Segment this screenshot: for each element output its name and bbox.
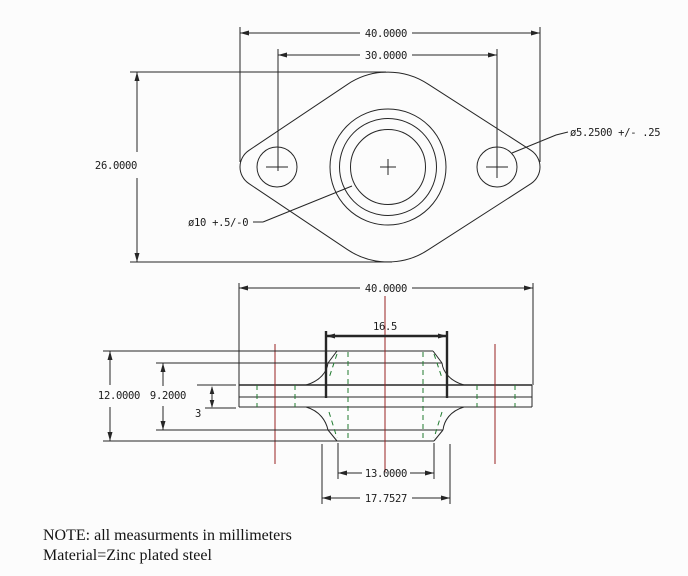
top-view-dimension-lines — [136, 32, 540, 262]
dim-top-height: 26.0000 — [95, 160, 137, 172]
dim-counterbore: 13.0000 — [365, 468, 407, 480]
dim-top-width: 40.0000 — [365, 28, 407, 40]
top-view: 40.0000 30.0000 26.0000 ø5.2500 +/- .25 … — [95, 27, 661, 263]
label-small-hole: ø5.2500 +/- .25 — [570, 127, 660, 139]
note-material: Material=Zinc plated steel — [43, 547, 212, 564]
side-view: 40.0000 16.5 12.0000 9.2000 3 13.0000 17… — [98, 283, 534, 505]
dim-boss-top-width: 16.5 — [373, 321, 397, 333]
dim-boss-height: 9.2000 — [150, 390, 186, 402]
dim-plate-thickness: 3 — [195, 408, 201, 420]
dim-boss-base-width: 17.7527 — [365, 493, 407, 505]
note-units: NOTE: all measurments in millimeters — [43, 527, 292, 544]
dim-side-width: 40.0000 — [365, 283, 407, 295]
side-view-arrowheads — [107, 285, 533, 501]
center-marks — [266, 156, 508, 178]
side-view-extension-lines — [103, 283, 534, 504]
dim-hole-spacing: 30.0000 — [365, 50, 407, 62]
boss-circle — [329, 108, 447, 226]
left-bolt-hole — [256, 146, 298, 188]
label-center-hole: ø10 +.5/-0 — [188, 217, 248, 229]
center-hole-circle — [350, 129, 426, 205]
leader-lines — [253, 131, 569, 223]
dim-side-height: 12.0000 — [98, 390, 140, 402]
hidden-lines — [256, 352, 516, 441]
top-view-arrowheads — [134, 30, 540, 262]
centerlines — [274, 296, 496, 472]
top-view-extension-lines — [130, 27, 541, 263]
counterbore-circle — [339, 118, 437, 216]
notes-block: NOTE: all measurments in millimeters Mat… — [43, 526, 292, 566]
flange-outline — [239, 71, 541, 263]
